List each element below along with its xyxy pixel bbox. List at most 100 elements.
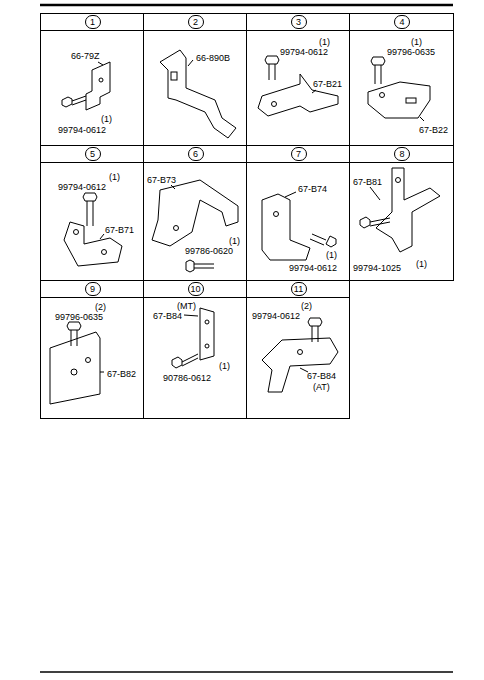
bracket-drawing (99, 78, 103, 82)
quantity-note: (1) (411, 37, 422, 47)
part-number: 99794-0612 (280, 47, 328, 57)
callout-number: 3 (291, 15, 307, 29)
part-number: 99796-0635 (387, 47, 435, 57)
part-cell: 10 (MT)67-B84 (1) 90786-0612 (143, 280, 247, 419)
part-number: 67-B84 (307, 371, 336, 381)
bracket-drawing (205, 344, 209, 348)
leader-line (300, 368, 308, 372)
part-number: 67-B81 (353, 177, 382, 187)
leader-line (98, 62, 103, 65)
leader-line (100, 234, 104, 239)
bracket-drawing (200, 308, 214, 360)
part-number: 99796-0635 (55, 312, 103, 322)
bolt-drawing (83, 193, 97, 226)
part-number: 99794-1025 (353, 263, 401, 273)
bracket-drawing (376, 168, 440, 252)
part-cell: 3 (1)99794-0612 67-B21 (246, 13, 350, 146)
bracket-drawing (298, 350, 303, 355)
quantity-note: (1) (219, 361, 230, 371)
bolt-drawing (67, 322, 81, 346)
part-number: 67-B82 (107, 369, 136, 379)
part-number: 99794-0612 (289, 263, 337, 273)
part-cell: 7 67-B74 (1) 99794-0612 (246, 145, 350, 281)
part-number: 90786-0612 (163, 373, 211, 383)
leader-line (312, 90, 316, 93)
callout-number: 9 (85, 282, 101, 296)
callout-number: 1 (85, 15, 101, 29)
leader-line (420, 117, 424, 121)
bolt-drawing (62, 96, 86, 107)
leader-line (285, 192, 296, 197)
bracket-drawing (86, 62, 110, 110)
part-number: 67-B84 (153, 311, 182, 321)
quantity-note: (1) (229, 236, 240, 246)
leader-line (184, 315, 198, 316)
part-number: 67-B21 (313, 79, 342, 89)
frame-rule (40, 4, 453, 7)
part-number: 66-890B (196, 53, 230, 63)
quantity-note: (1) (319, 37, 330, 47)
bracket-drawing (272, 102, 277, 107)
leader-line (100, 372, 104, 373)
bracket-drawing (174, 226, 179, 231)
bracket-drawing (74, 230, 79, 235)
bolt-drawing (186, 260, 214, 272)
part-cell: 6 67-B73 (1)99786-0620 (143, 145, 247, 281)
leader-line (370, 187, 380, 200)
bracket-drawing (86, 358, 91, 363)
part-number: 67-B22 (419, 125, 448, 135)
bracket-drawing (152, 180, 238, 246)
part-cell: 8 67-B81 99794-1025 (1) (349, 145, 454, 281)
part-cell: 11 (2)99794-0612 67-B84(AT) (246, 280, 350, 419)
bracket-drawing (50, 332, 100, 404)
part-number: 67-B71 (105, 225, 134, 235)
bracket-drawing (102, 250, 107, 255)
part-cell: 5 (1)99794-0612 67-B71 (40, 145, 144, 281)
callout-number: 11 (291, 282, 307, 296)
leader-line (171, 185, 175, 189)
callout-number: 10 (188, 282, 204, 296)
part-cell: 2 66-890B (143, 13, 247, 146)
part-number: 67-B73 (147, 175, 176, 185)
callout-number: 6 (188, 147, 204, 161)
bracket-drawing (205, 320, 209, 324)
quantity-note: (AT) (313, 382, 330, 392)
quantity-note: (2) (301, 301, 312, 311)
callout-number: 5 (85, 147, 101, 161)
bracket-drawing (396, 178, 401, 183)
bolt-drawing (371, 57, 385, 84)
bolt-drawing (172, 354, 198, 368)
part-number: 99794-0612 (58, 182, 106, 192)
bracket-drawing (262, 194, 310, 260)
quantity-note: (2) (95, 302, 106, 312)
quantity-note: (1) (109, 172, 120, 182)
quantity-note: (MT) (177, 301, 196, 311)
bracket-drawing (406, 98, 416, 103)
bracket-drawing (380, 93, 385, 98)
part-cell: 4(1)99796-0635 67-B22 (349, 13, 454, 146)
part-cell: 9 (2)99796-0635 67-B82 (40, 280, 144, 419)
part-number: 99794-0612 (252, 311, 300, 321)
frame-rule (40, 671, 453, 673)
callout-number: 4 (394, 15, 410, 29)
callout-number: 8 (394, 147, 410, 161)
part-number: 99786-0620 (185, 246, 233, 256)
callout-number: 2 (188, 15, 204, 29)
bolt-drawing (310, 234, 336, 247)
quantity-note: (1) (416, 259, 427, 269)
callout-number: 7 (291, 147, 307, 161)
bracket-drawing (71, 369, 77, 375)
quantity-note: (1) (326, 250, 337, 260)
bracket-drawing (368, 82, 430, 118)
bracket-drawing (262, 338, 338, 392)
part-number: 99794-0612 (58, 125, 106, 135)
leader-line (188, 60, 193, 66)
bracket-drawing (160, 50, 236, 138)
quantity-note: (1) (101, 114, 112, 124)
bracket-drawing (171, 72, 177, 80)
part-number: 66-79Z (71, 51, 100, 61)
part-number: 67-B74 (298, 184, 327, 194)
bracket-drawing (274, 212, 279, 217)
part-cell: 1 66-79Z (1)99794-0612 (40, 13, 144, 146)
